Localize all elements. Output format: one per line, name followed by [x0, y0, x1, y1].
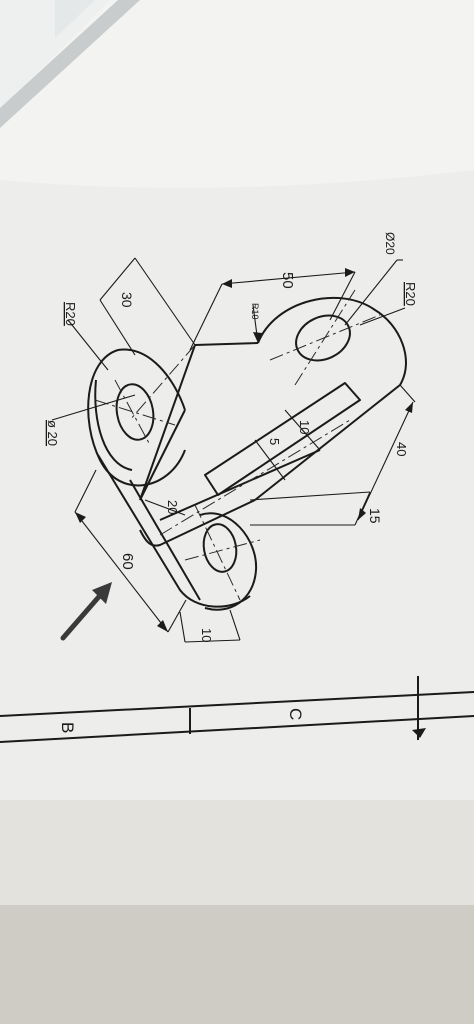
holes [115, 314, 351, 573]
upper-boss [257, 296, 407, 386]
dim-r20-left: R20 [63, 302, 78, 326]
dim-10-slot: 10 [297, 420, 312, 434]
hole-top [295, 314, 351, 362]
dim-60: 60 [119, 553, 136, 570]
dim-20: 20 [165, 500, 180, 514]
slot [204, 382, 361, 496]
dim-40: 40 [394, 442, 409, 456]
dimension-labels: 30 50 R10 Ø20 R20 R20 ø 20 10 5 40 15 20… [45, 232, 418, 642]
hole-left [115, 383, 155, 441]
lower-boss [199, 512, 258, 611]
part-outline [87, 296, 407, 611]
centering-mark [412, 728, 426, 738]
dim-10-bottom: 10 [199, 628, 214, 642]
dim-5-slot: 5 [267, 438, 282, 445]
floor [0, 905, 474, 1024]
lower-board [0, 800, 474, 910]
zone-label-b: B [58, 722, 77, 733]
dim-phi20-top: Ø20 [383, 232, 397, 255]
hole-bottom [202, 523, 238, 573]
dim-r20-right: R20 [403, 282, 418, 306]
dim-r10: R10 [250, 303, 260, 320]
center-lines [94, 289, 381, 601]
ruler-corner [0, 0, 140, 128]
outer-edge [254, 384, 401, 501]
dim-50: 50 [279, 272, 296, 289]
shadow-overlay [0, 170, 474, 800]
dimension-lines [51, 257, 416, 643]
zone-label-c: C [286, 708, 305, 720]
dim-30: 30 [119, 292, 135, 308]
arrow-heads [75, 268, 413, 632]
dim-phi20-left: ø 20 [45, 420, 60, 446]
view-direction-arrow [60, 582, 112, 641]
dim-15: 15 [367, 508, 383, 524]
